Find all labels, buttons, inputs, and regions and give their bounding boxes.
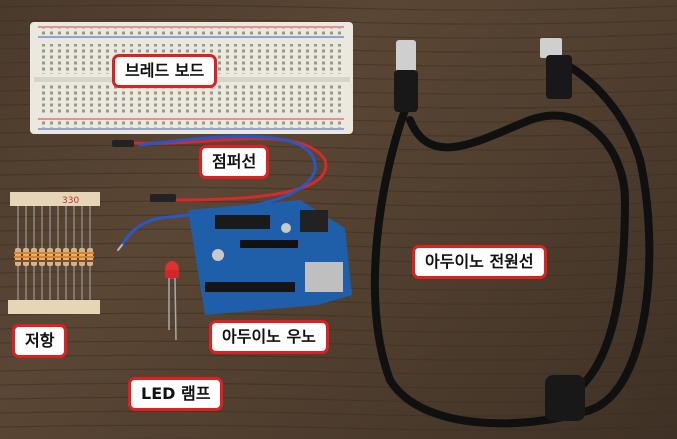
resistor-value-text: 330 [62,196,79,206]
arduino-power-cable-label: 아두이노 전원선 [412,245,547,279]
jumper-wires-image [112,134,328,251]
resistors-image: 330 [8,192,100,314]
resistor-label: 저항 [12,324,68,358]
jumper-wire-label: 점퍼선 [199,145,270,179]
arduino-uno-image [188,200,352,315]
breadboard-label: 브레드 보드 [112,54,218,88]
usb-cable-image [370,38,654,428]
arduino-uno-label: 아두이노 우노 [209,320,329,354]
led-lamp-image [165,261,179,341]
led-lamp-label: LED 램프 [128,377,224,411]
